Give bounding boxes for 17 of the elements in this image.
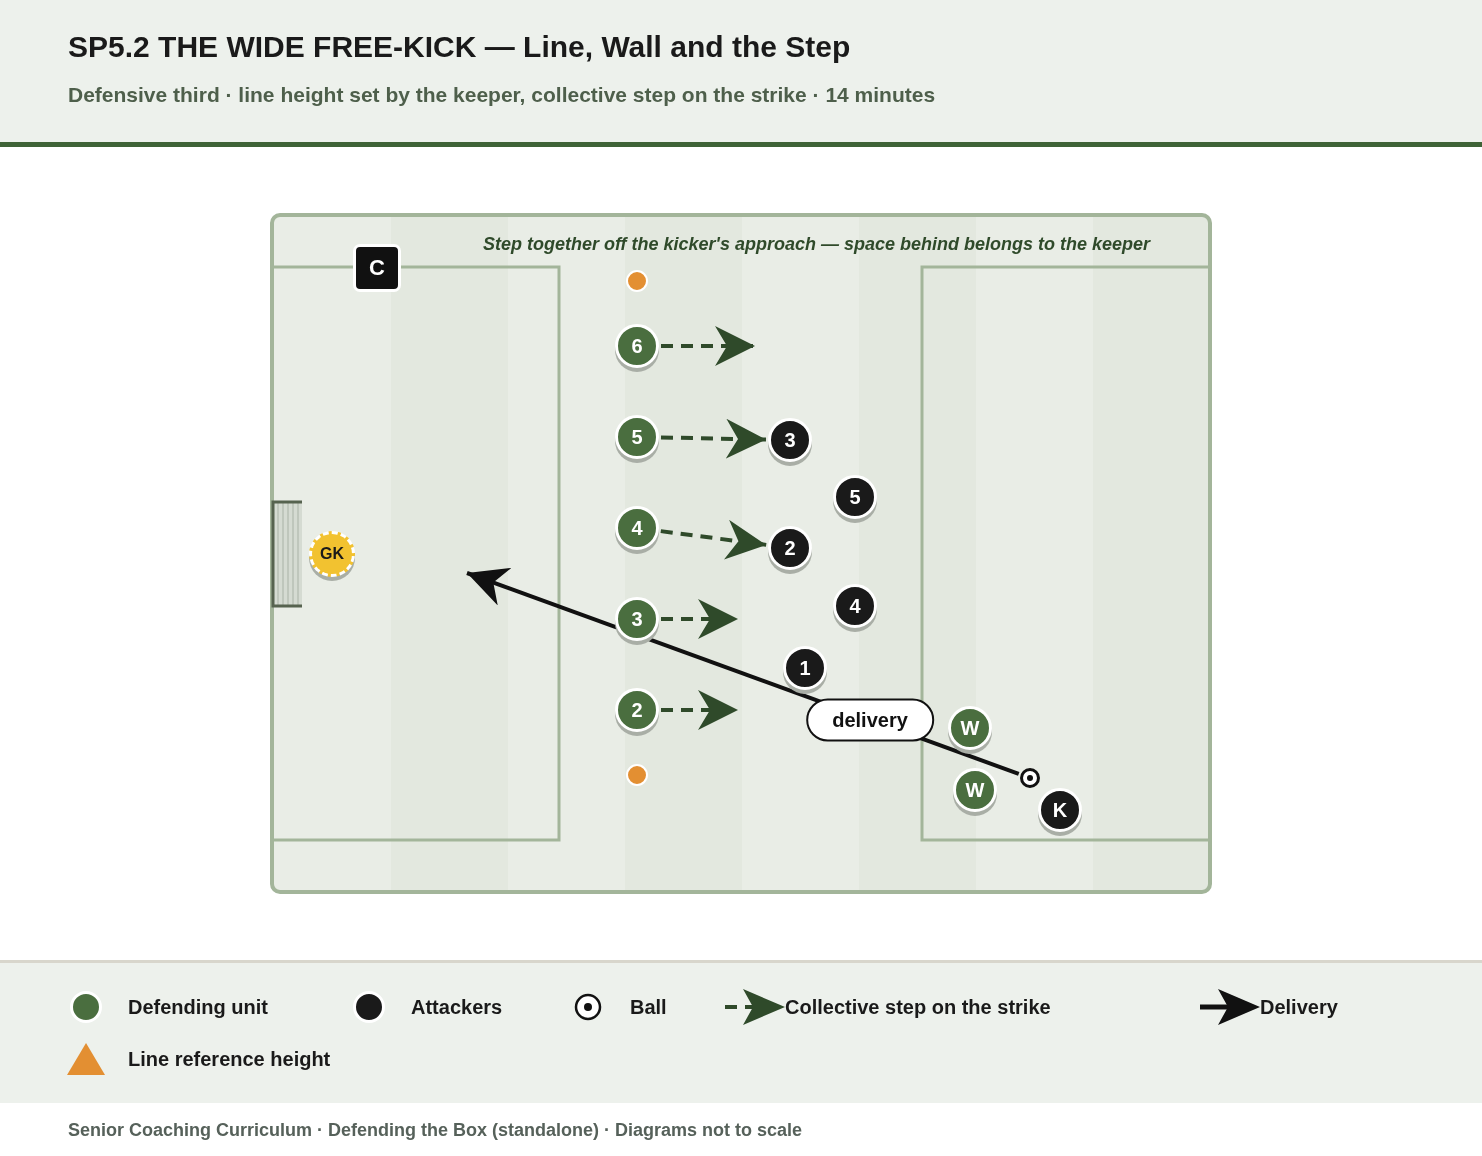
legend-label: Attackers: [411, 995, 503, 1019]
dashed-arrow: [660, 418, 767, 459]
dashed-arrow: [661, 599, 738, 639]
legend-label: Delivery: [1260, 995, 1338, 1019]
dashed-arrow: [661, 326, 755, 366]
dashed-arrow: [661, 690, 738, 730]
dashed-arrow: [660, 519, 767, 560]
edge-label: delivery: [806, 698, 934, 742]
note-text: Step together off the kicker's approach — space behind belongs to the keeper: [482, 234, 1150, 255]
legend-label: Ball: [630, 995, 667, 1019]
title: SP5.2 THE WIDE FREE-KICK — Line, Wall and the Step: [68, 30, 851, 64]
subtitle: Defensive third · line height set by the keeper, collective step on the strike · 14 minutes: [68, 83, 936, 107]
legend-label: Line reference height: [128, 1047, 331, 1071]
legend-label: Defending unit: [128, 995, 268, 1019]
legend-label: Collective step on the strike: [785, 995, 1051, 1019]
coach-marker: C: [353, 244, 401, 292]
caption: Senior Coaching Curriculum · Defending the Box (standalone) · Diagrams not to scale: [68, 1120, 803, 1141]
